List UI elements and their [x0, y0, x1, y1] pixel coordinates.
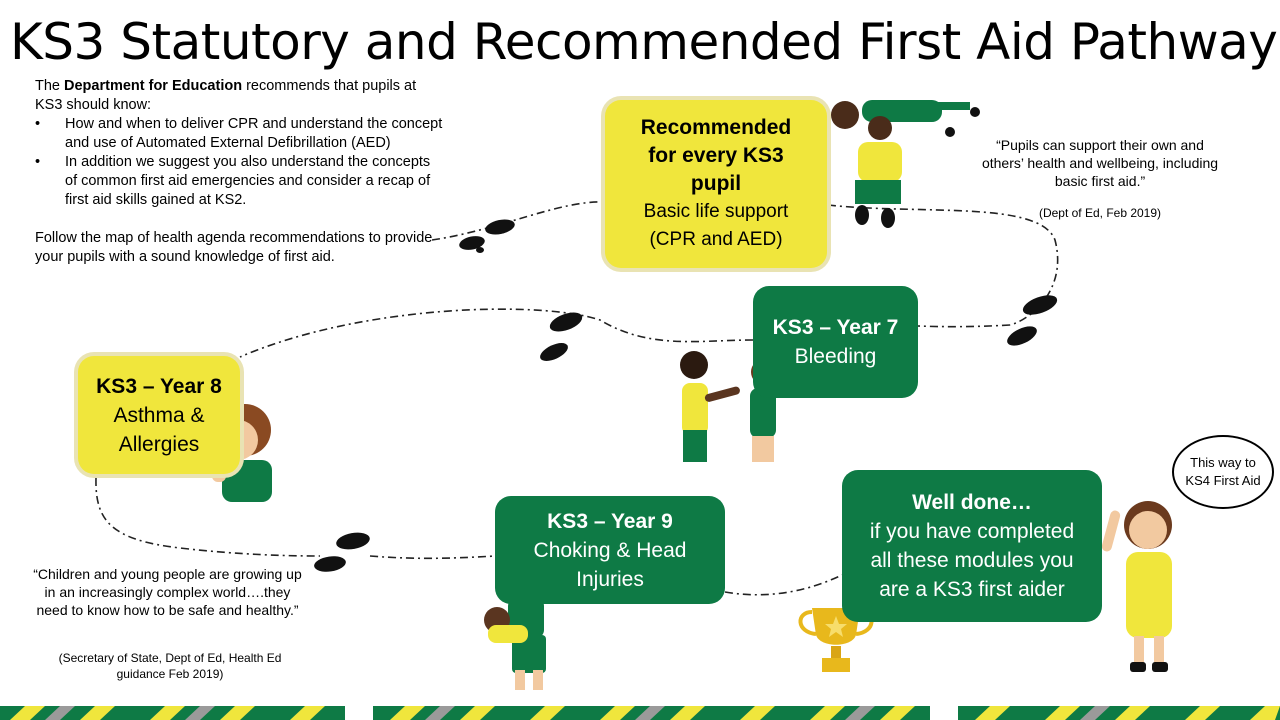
intro-bullet: •How and when to deliver CPR and underst…	[35, 116, 443, 151]
intro-bullets: •How and when to deliver CPR and underst…	[35, 115, 445, 210]
footprints-icon	[459, 219, 515, 253]
pupils-quote-citation: (Dept of Ed, Feb 2019)	[1038, 206, 1162, 220]
pupil-illustration	[831, 100, 980, 228]
year8-box: KS3 – Year 8 Asthma & Allergies	[78, 356, 240, 474]
dfe-name: Department for Education	[64, 78, 243, 94]
recommended-box: Recommended for every KS3 pupil Basic li…	[605, 100, 827, 268]
children-quote: “Children and young people are growing u…	[33, 566, 302, 618]
children-quote-citation: (Secretary of State, Dept of Ed, Health …	[58, 651, 282, 681]
bullet-icon: •	[35, 154, 41, 170]
speech-bubble: This way to KS4 First Aid	[1172, 435, 1274, 509]
pupil-illustration	[1101, 501, 1172, 672]
speech-bubble-text: This way to KS4 First Aid	[1185, 455, 1261, 488]
well-done-box: Well done… if you have completed all the…	[842, 470, 1102, 622]
footprints-icon	[1007, 295, 1058, 346]
year7-box: KS3 – Year 7 Bleeding	[753, 286, 918, 398]
pupils-quote: “Pupils can support their own and others…	[981, 137, 1219, 189]
footprints-icon	[314, 532, 370, 572]
bottom-stripe	[0, 706, 1280, 720]
bullet-icon: •	[35, 116, 41, 132]
page-title: KS3 Statutory and Recommended First Aid …	[10, 13, 1278, 71]
intro-follow: Follow the map of health agenda recommen…	[35, 230, 433, 265]
intro-bullet: •In addition we suggest you also underst…	[35, 154, 431, 208]
year9-box: KS3 – Year 9 Choking & Head Injuries	[495, 496, 725, 604]
intro-text: The Department for Education recommends …	[35, 77, 445, 267]
intro-lead: The Department for Education recommends …	[35, 78, 417, 113]
footprints-icon	[540, 312, 583, 361]
